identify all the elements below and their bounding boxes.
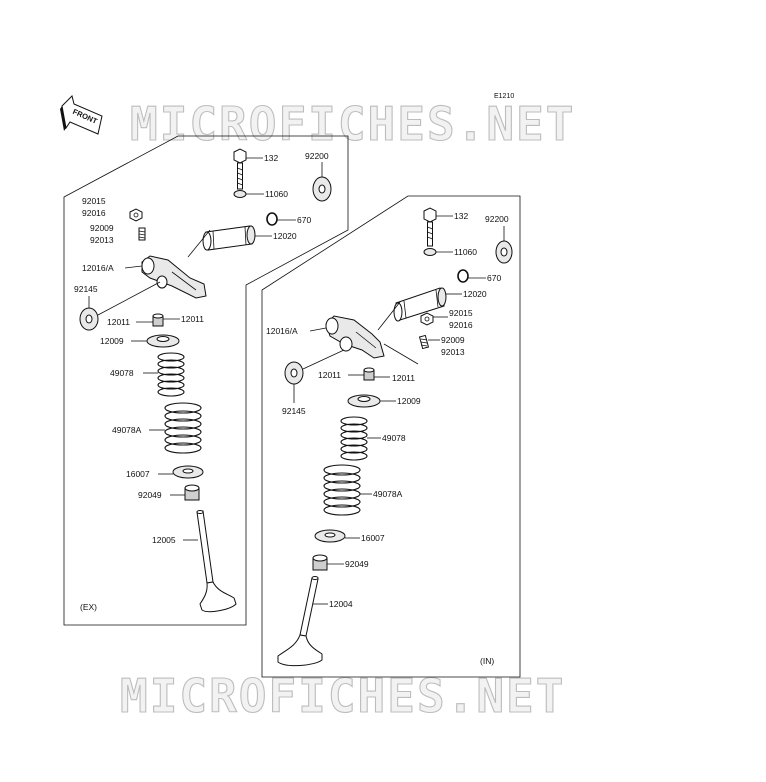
in-panel: (IN) 132 92200 11060 670 1202: [261, 195, 521, 678]
ex-label-132: 132: [264, 153, 278, 163]
ex-gasket-11060: [233, 190, 247, 198]
in-tip-12011: [363, 367, 375, 381]
in-label-92009: 92009: [441, 335, 465, 345]
in-retainer-12009: [347, 394, 381, 408]
ex-label-92049: 92049: [138, 490, 162, 500]
ex-retainer-12009: [146, 334, 180, 348]
ex-tip-12011: [152, 313, 164, 327]
in-label-92013: 92013: [441, 347, 465, 357]
ex-spring-49078: [157, 352, 185, 397]
ex-label-11060: 11060: [265, 189, 288, 199]
in-label-49078A: 49078A: [373, 489, 403, 499]
in-bolt-132: [423, 207, 437, 247]
in-adjuster-92009: [418, 334, 430, 350]
watermark-top: MICROFICHES.NET: [130, 97, 575, 151]
in-label-92145: 92145: [282, 406, 306, 416]
ex-label-92009: 92009: [90, 223, 114, 233]
in-label-49078: 49078: [382, 433, 406, 443]
in-label-92200: 92200: [485, 214, 509, 224]
in-label-11060: 11060: [454, 247, 477, 257]
ex-label-49078A: 49078A: [112, 425, 142, 435]
ex-label-16007: 16007: [126, 469, 150, 479]
in-section-label: (IN): [480, 656, 494, 666]
ex-bolt-132: [233, 148, 247, 190]
in-label-12009: 12009: [397, 396, 421, 406]
ex-label-12011a: 12011: [107, 317, 130, 327]
ref-code: E1210: [494, 93, 514, 100]
ex-label-92145: 92145: [74, 284, 98, 294]
in-label-16007: 16007: [361, 533, 385, 543]
in-label-12011b: 12011: [392, 373, 415, 383]
in-label-132: 132: [454, 211, 468, 221]
ex-label-12011b: 12011: [181, 314, 204, 324]
ex-label-49078: 49078: [110, 368, 134, 378]
ex-nut-92015: [129, 208, 143, 222]
in-gasket-11060: [423, 248, 437, 256]
in-label-12011a: 12011: [318, 370, 341, 380]
watermark-bottom: MICROFICHES.NET: [120, 669, 565, 723]
in-label-92015: 92015: [449, 308, 473, 318]
ex-seat-16007: [172, 465, 204, 479]
ex-label-92016: 92016: [82, 208, 106, 218]
in-valve-12004: [277, 576, 323, 667]
in-seal-92049: [312, 554, 328, 571]
ex-spring-49078A: [164, 402, 202, 454]
in-label-92016: 92016: [449, 320, 473, 330]
ex-label-12009: 12009: [100, 336, 124, 346]
ex-label-92200: 92200: [305, 151, 329, 161]
ex-rocker-shaft-12020: [202, 225, 256, 251]
ex-panel: (EX) 132 92200 11060 670 1202: [63, 135, 349, 626]
ex-seal-92049: [184, 484, 200, 501]
in-spring-49078: [340, 416, 368, 461]
ex-label-92015: 92015: [82, 196, 106, 206]
in-seat-16007: [314, 529, 346, 543]
ex-valve-12005: [196, 510, 237, 613]
ex-adjuster-92009: [138, 227, 146, 241]
ex-rocker-arm-12016A: [141, 255, 207, 299]
front-arrow-icon: FRONT: [60, 95, 103, 135]
ex-label-12005: 12005: [152, 535, 176, 545]
ex-label-12016A: 12016/A: [82, 263, 114, 273]
in-rocker-arm-12016A: [325, 315, 385, 359]
ex-label-670: 670: [297, 215, 311, 225]
in-label-92049: 92049: [345, 559, 369, 569]
ex-section-label: (EX): [80, 602, 97, 612]
in-rocker-shaft-12020: [393, 287, 447, 322]
ex-oring-670: [266, 212, 278, 226]
in-nut-92015: [420, 312, 434, 326]
in-spring-49078A: [323, 464, 361, 516]
ex-label-92013: 92013: [90, 235, 114, 245]
in-oring-670: [457, 269, 469, 283]
in-label-12016A: 12016/A: [266, 326, 298, 336]
in-label-12004: 12004: [329, 599, 353, 609]
in-label-12020: 12020: [463, 289, 487, 299]
in-label-670: 670: [487, 273, 501, 283]
ex-label-12020: 12020: [273, 231, 297, 241]
